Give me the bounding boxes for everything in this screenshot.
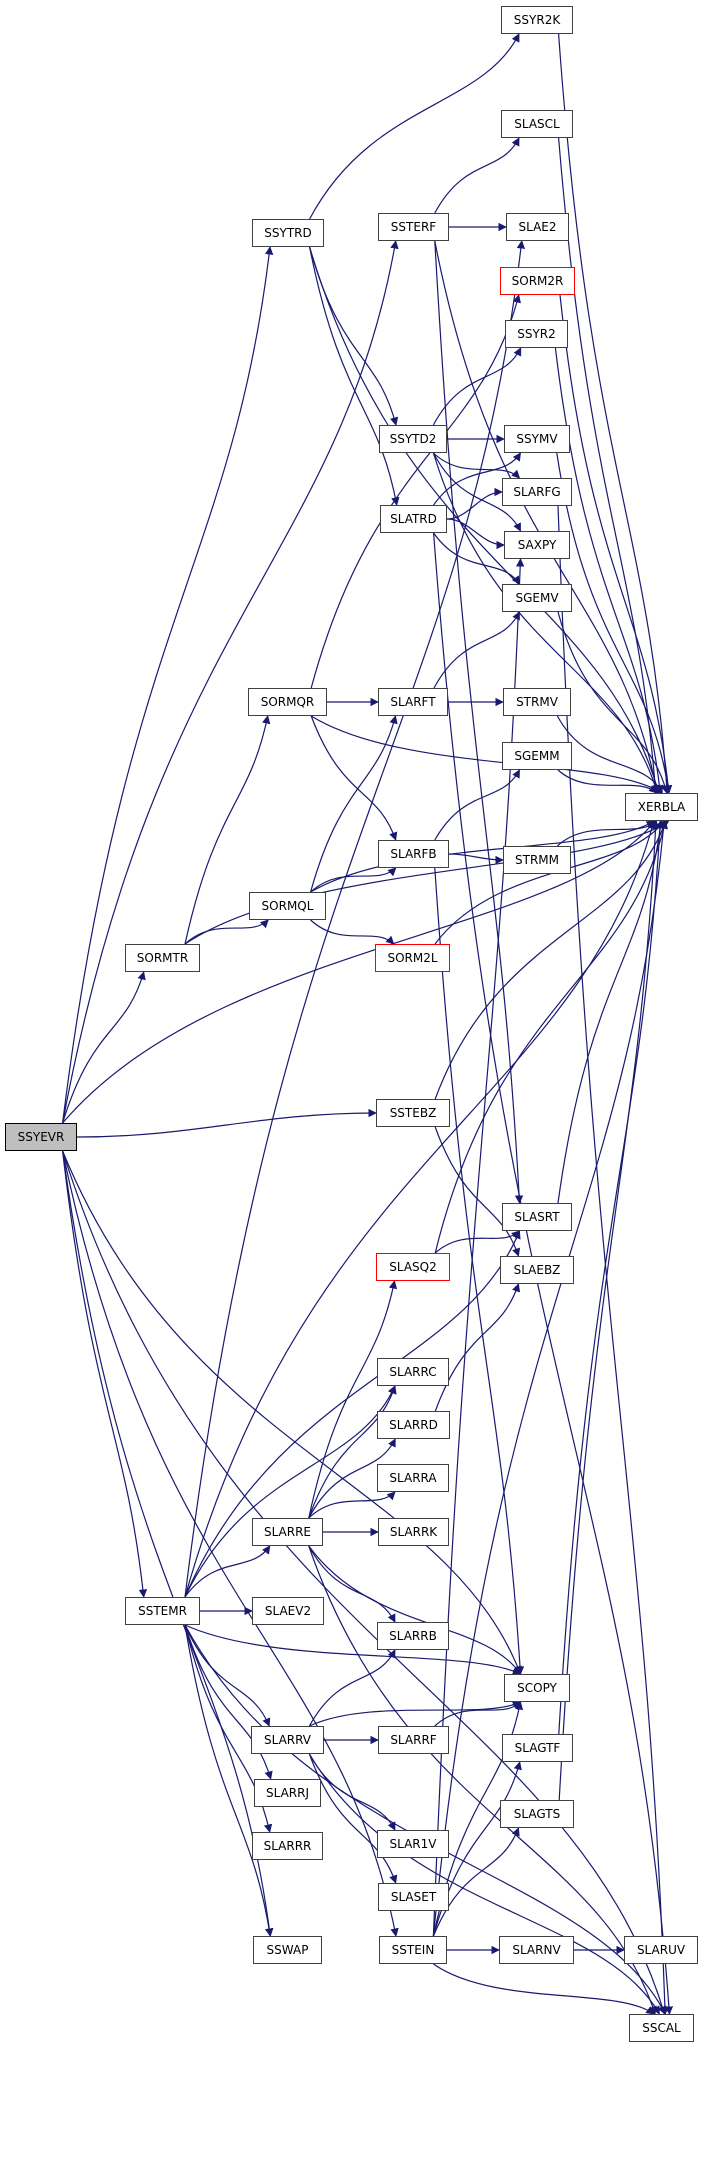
- edge-ssyevr-to-scopy: [63, 1151, 521, 1674]
- node-slaruv[interactable]: SLARUV: [624, 1936, 698, 1964]
- node-saxpy[interactable]: SAXPY: [504, 531, 570, 559]
- node-sorm2r[interactable]: SORM2R: [500, 267, 575, 295]
- edge-slarre-to-sscal: [309, 1546, 655, 2014]
- node-slarfb[interactable]: SLARFB: [378, 840, 449, 868]
- node-ssytrd[interactable]: SSYTRD: [252, 219, 324, 247]
- node-slaset[interactable]: SLASET: [378, 1883, 449, 1911]
- edge-slarfg-to-sscal: [558, 506, 665, 2014]
- edge-sstemr-to-slarrv: [185, 1625, 269, 1726]
- edge-sstein-to-xerbla: [433, 821, 664, 1936]
- node-ssterf[interactable]: SSTERF: [378, 213, 449, 241]
- node-slarra[interactable]: SLARRA: [377, 1464, 449, 1492]
- node-slae2[interactable]: SLAE2: [506, 213, 569, 241]
- edge-sstebz-to-slaebz: [435, 1127, 518, 1256]
- node-strmm[interactable]: STRMM: [503, 846, 571, 874]
- node-sstebz[interactable]: SSTEBZ: [376, 1099, 450, 1127]
- node-sormqr[interactable]: SORMQR: [248, 688, 327, 716]
- edge-ssyevr-to-sormtr: [63, 972, 144, 1123]
- edge-sorm2l-to-xerbla: [435, 821, 664, 944]
- edge-slarrv-to-scopy: [309, 1702, 520, 1726]
- node-slarrc[interactable]: SLARRC: [377, 1358, 449, 1386]
- edge-sstemr-to-scopy: [185, 1625, 521, 1674]
- edge-sormql-to-sorm2l: [311, 920, 394, 944]
- edge-slasq2-to-slasrt: [435, 1231, 519, 1253]
- node-slar1v[interactable]: SLAR1V: [377, 1830, 449, 1858]
- node-slarfg[interactable]: SLARFG: [502, 478, 572, 506]
- edge-ssterf-to-slasrt: [435, 241, 520, 1203]
- edge-ssyevr-to-sstebz: [77, 1113, 376, 1137]
- node-slarre[interactable]: SLARRE: [252, 1518, 323, 1546]
- node-sswap[interactable]: SSWAP: [253, 1936, 322, 1964]
- node-slatrd[interactable]: SLATRD: [380, 505, 447, 533]
- node-sstemr[interactable]: SSTEMR: [125, 1597, 200, 1625]
- node-slarrd[interactable]: SLARRD: [377, 1411, 450, 1439]
- node-xerbla[interactable]: XERBLA: [625, 793, 698, 821]
- edge-ssyr2-to-xerbla: [555, 348, 660, 793]
- edge-slarfb-to-strmm: [449, 854, 503, 860]
- node-slarrk[interactable]: SLARRK: [378, 1518, 449, 1546]
- edge-strmv-to-xerbla: [557, 716, 662, 793]
- node-slarft[interactable]: SLARFT: [378, 688, 448, 716]
- node-slascl[interactable]: SLASCL: [501, 110, 573, 138]
- node-ssyr2k[interactable]: SSYR2K: [501, 6, 573, 34]
- edge-sormqr-to-slarfb: [311, 716, 396, 840]
- node-sscal[interactable]: SSCAL: [629, 2014, 694, 2042]
- node-ssytd2[interactable]: SSYTD2: [379, 425, 447, 453]
- node-sgemv[interactable]: SGEMV: [502, 584, 572, 612]
- node-slarrj[interactable]: SLARRJ: [254, 1779, 321, 1807]
- edge-ssytd2-to-ssyr2: [433, 348, 520, 425]
- node-strmv[interactable]: STRMV: [503, 688, 571, 716]
- node-slaebz[interactable]: SLAEBZ: [500, 1256, 574, 1284]
- edge-sormqr-to-sorm2r: [311, 295, 519, 688]
- node-slarrv[interactable]: SLARRV: [251, 1726, 324, 1754]
- edge-ssyevr-to-ssytrd: [63, 247, 270, 1123]
- node-slarrr[interactable]: SLARRR: [252, 1832, 323, 1860]
- edge-slarft-to-sgemv: [434, 612, 520, 688]
- node-slarnv[interactable]: SLARNV: [499, 1936, 574, 1964]
- edge-slarre-to-slarra: [309, 1492, 395, 1518]
- edge-ssterf-to-slascl: [435, 138, 519, 213]
- node-slasq2[interactable]: SLASQ2: [376, 1253, 450, 1281]
- node-sormtr[interactable]: SORMTR: [125, 944, 200, 972]
- edge-ssytrd-to-xerbla: [310, 247, 659, 793]
- edge-sormql-to-slarfb: [311, 868, 396, 892]
- edge-sormqr-to-xerbla: [311, 716, 662, 793]
- edge-slarre-to-scopy: [309, 1546, 521, 1674]
- edge-ssytrd-to-ssyr2k: [310, 34, 519, 219]
- node-slagtf[interactable]: SLAGTF: [502, 1734, 573, 1762]
- edge-ssyr2k-to-xerbla: [559, 34, 668, 793]
- node-slaev2[interactable]: SLAEV2: [252, 1597, 324, 1625]
- node-slarrf[interactable]: SLARRF: [378, 1726, 449, 1754]
- edge-slarrv-to-slar1v: [309, 1754, 395, 1830]
- node-sormql[interactable]: SORMQL: [249, 892, 326, 920]
- edge-ssyevr-to-sswap: [63, 1151, 271, 1936]
- edge-sstemr-to-slarrc: [185, 1386, 395, 1597]
- node-ssymv[interactable]: SSYMV: [504, 425, 570, 453]
- node-slasrt[interactable]: SLASRT: [502, 1203, 572, 1231]
- edge-ssytrd-to-ssytd2: [310, 247, 396, 425]
- node-ssyr2[interactable]: SSYR2: [505, 320, 568, 348]
- node-slarrb[interactable]: SLARRB: [377, 1622, 449, 1650]
- node-sstein[interactable]: SSTEIN: [379, 1936, 447, 1964]
- edge-sormtr-to-sormql: [185, 920, 268, 944]
- node-ssyevr[interactable]: SSYEVR: [5, 1123, 77, 1151]
- edge-ssyevr-to-ssterf: [63, 241, 396, 1123]
- edge-slagts-to-xerbla: [559, 821, 656, 1800]
- node-sgemm[interactable]: SGEMM: [502, 742, 572, 770]
- node-scopy[interactable]: SCOPY: [504, 1674, 570, 1702]
- edge-slarrd-to-slaebz: [435, 1284, 518, 1411]
- node-sorm2l[interactable]: SORM2L: [375, 944, 450, 972]
- node-slagts[interactable]: SLAGTS: [500, 1800, 574, 1828]
